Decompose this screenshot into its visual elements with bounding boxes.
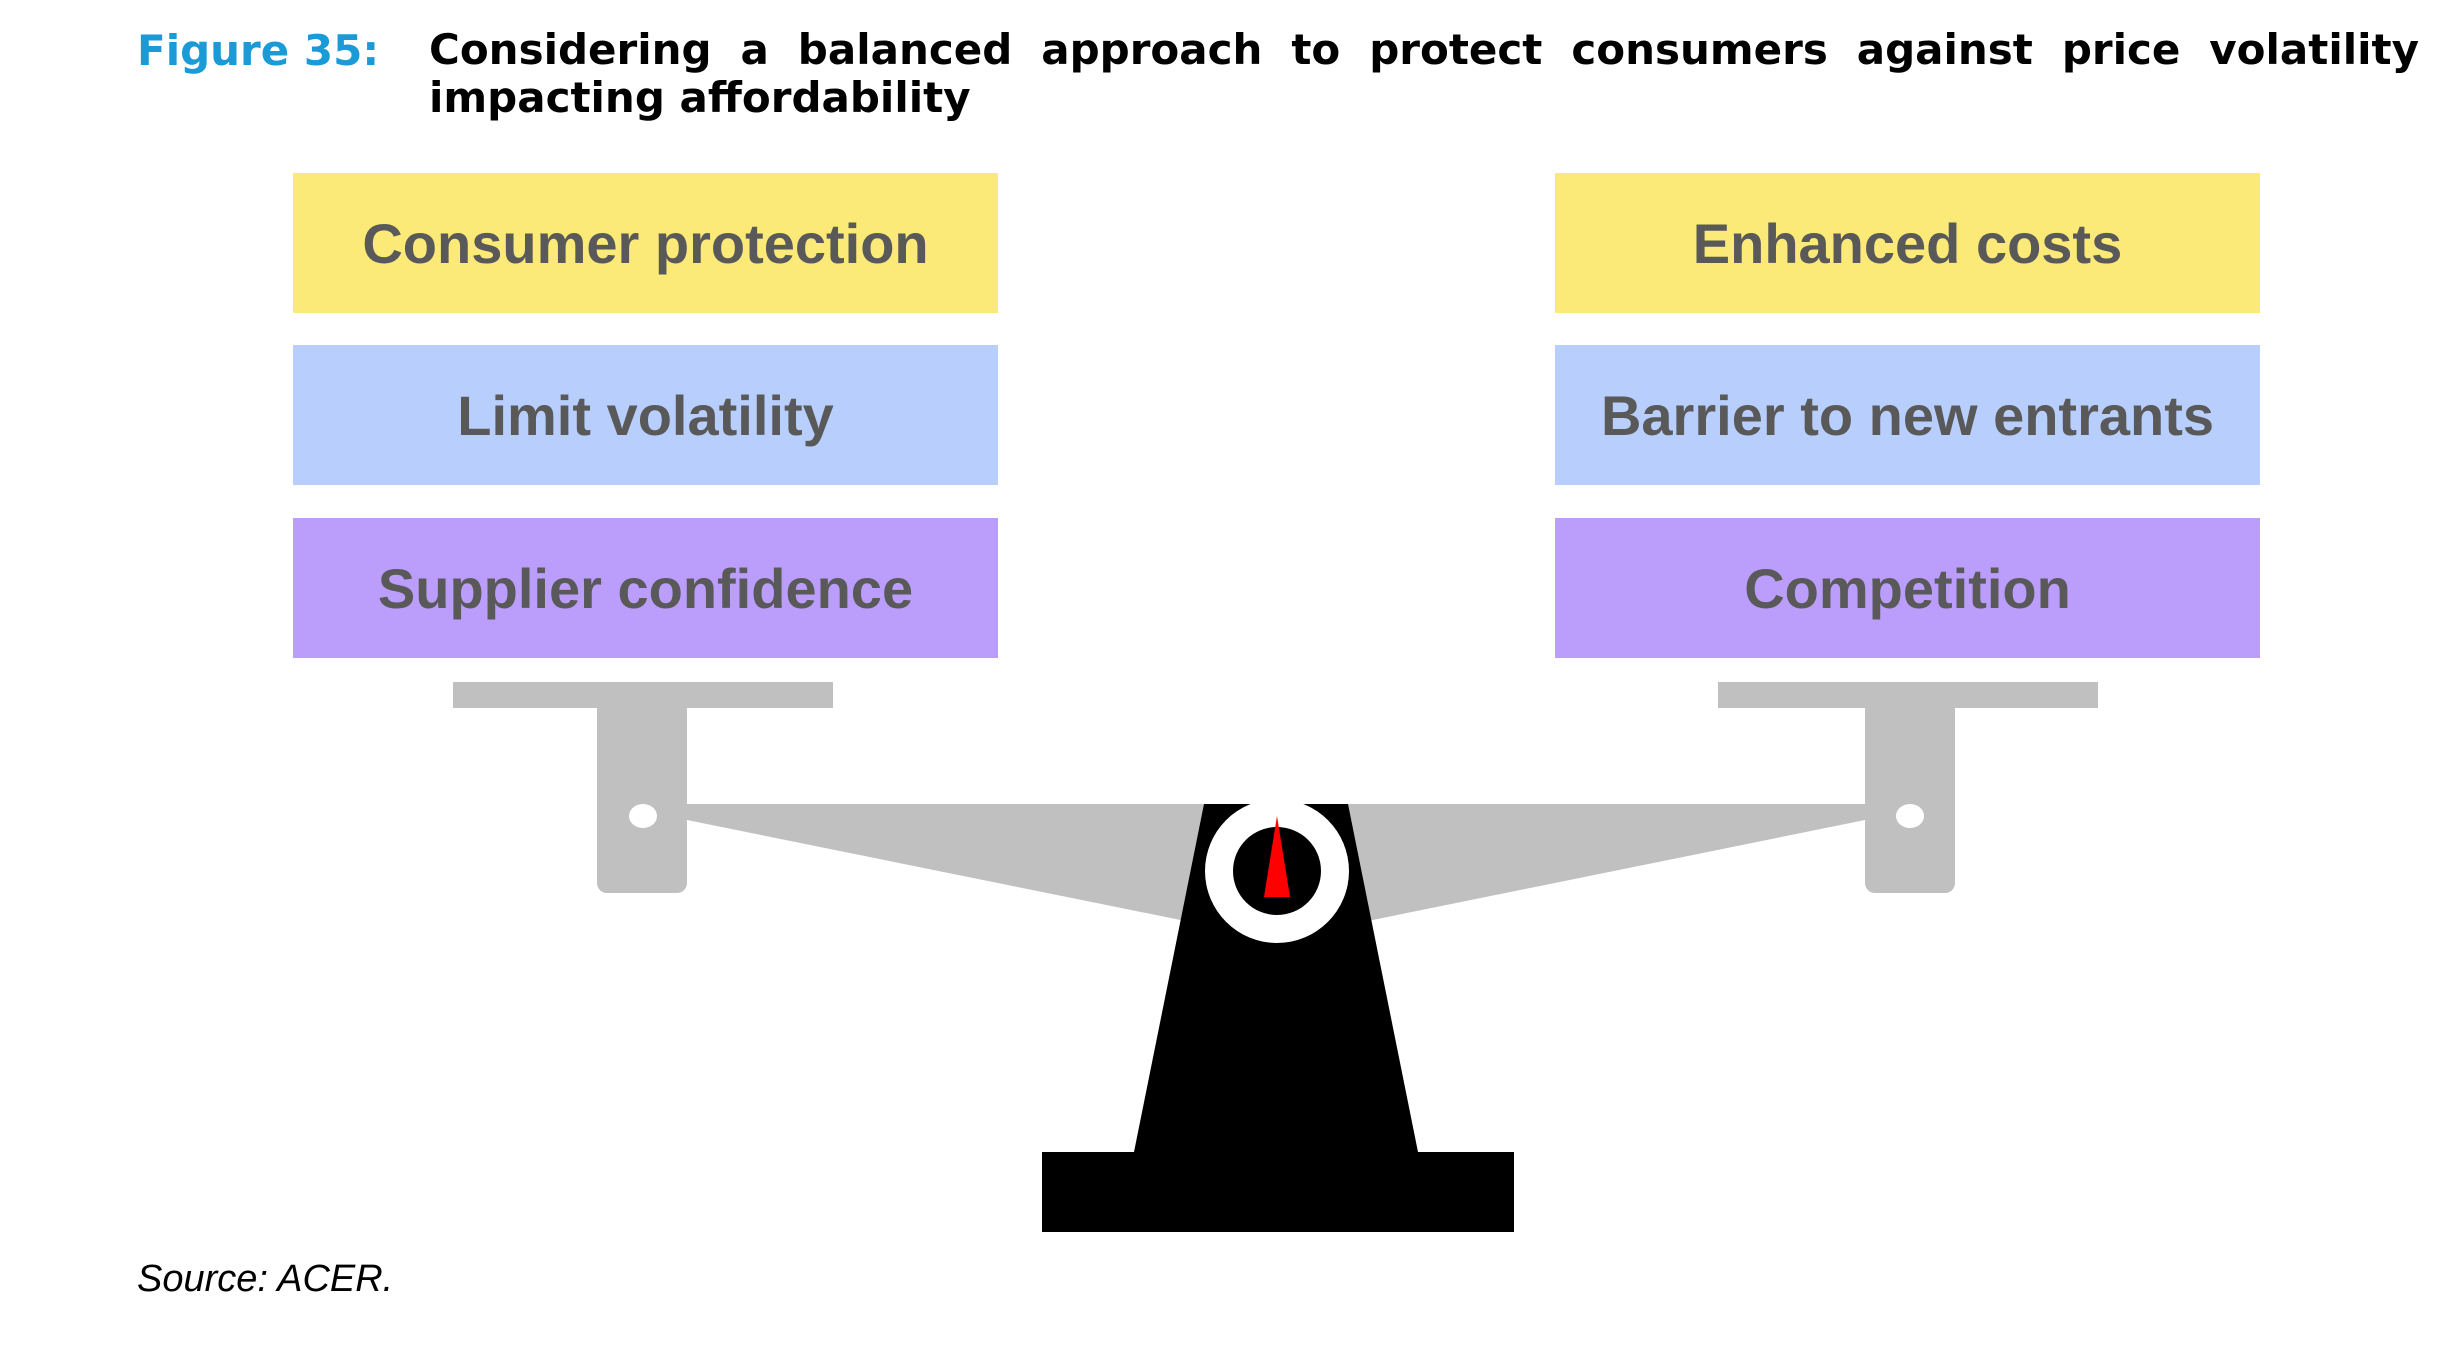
figure-title: Considering a balanced approach to prote… xyxy=(429,25,2419,122)
source-note: Source: ACER. xyxy=(137,1258,394,1300)
right-pivot-hole xyxy=(1896,804,1924,828)
left-item-supplier-confidence: Supplier confidence xyxy=(293,518,998,658)
beam-left-arm xyxy=(687,804,1205,925)
scale-foot xyxy=(1042,1152,1514,1232)
right-item-barrier-to-new-entrants: Barrier to new entrants xyxy=(1555,345,2260,485)
left-pivot-hole xyxy=(629,804,657,828)
left-pan-hanger xyxy=(597,700,687,893)
dial-needle xyxy=(1264,816,1290,897)
right-item-competition: Competition xyxy=(1555,518,2260,658)
right-pan-hanger xyxy=(1865,700,1955,893)
figure-label: Figure 35: xyxy=(137,26,380,75)
left-item-limit-volatility: Limit volatility xyxy=(293,345,998,485)
beam-right-arm xyxy=(1348,804,1865,925)
left-item-consumer-protection: Consumer protection xyxy=(293,173,998,313)
scale-stand xyxy=(1134,804,1418,1152)
right-item-enhanced-costs: Enhanced costs xyxy=(1555,173,2260,313)
